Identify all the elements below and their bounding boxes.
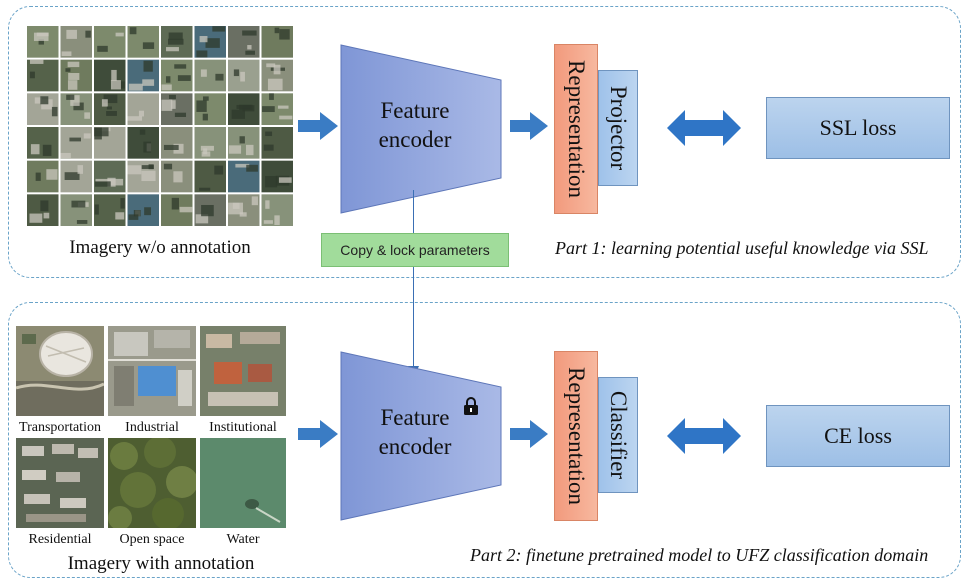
institutional-image: [200, 326, 286, 416]
imagery-tile: [27, 93, 59, 125]
part2-encoder-label-line1: Feature: [380, 405, 450, 430]
imagery-tile: [27, 26, 59, 58]
part1-caption: Part 1: learning potential useful knowle…: [555, 238, 929, 258]
water-image: [200, 438, 286, 528]
imagery-tile: [161, 26, 193, 58]
imagery-tile: [94, 93, 126, 125]
class-label-transportation: Transportation: [19, 420, 101, 435]
part2-caption: Part 2: finetune pretrained model to UFZ…: [470, 545, 929, 565]
imagery-tile: [228, 26, 260, 58]
imagery-tile: [94, 26, 126, 58]
imagery-tile: [94, 59, 126, 92]
part2-representation-block: Representation: [554, 351, 598, 521]
imagery-tile: [94, 160, 126, 193]
part1-encoder-label-line1: Feature: [380, 98, 450, 123]
imagery-tile: [261, 26, 293, 58]
double-arrow-icon: [667, 418, 741, 454]
imagery-tile: [94, 127, 126, 159]
imagery-tile: [194, 127, 226, 159]
imagery-tile: [60, 59, 92, 92]
right-arrow-icon: [298, 420, 338, 448]
ssl-loss-box: SSL loss: [766, 97, 950, 159]
imagery-tile: [127, 194, 159, 226]
imagery-tile: [27, 59, 59, 92]
right-arrow-icon: [298, 112, 338, 140]
imagery-tile: [228, 59, 260, 92]
part1-representation-label: Representation: [564, 60, 589, 198]
class-label-institutional: Institutional: [209, 420, 277, 435]
imagery-tile: [127, 160, 159, 193]
part2-classifier-block: Classifier: [598, 377, 638, 493]
imagery-tile: [161, 194, 193, 226]
imagery-tile: [127, 26, 159, 58]
imagery-tile: [228, 194, 260, 226]
imagery-tile: [60, 127, 92, 159]
class-label-residential: Residential: [28, 532, 92, 547]
class-label-water: Water: [226, 532, 260, 547]
class-label-open-space: Open space: [119, 532, 185, 547]
imagery-tile: [228, 93, 260, 125]
industrial-image: [108, 326, 196, 416]
ce-loss-box: CE loss: [766, 405, 950, 467]
imagery-tile: [60, 93, 92, 125]
imagery-tile: [194, 59, 226, 92]
imagery-tile: [261, 160, 293, 193]
copy-parameters-line: [413, 190, 414, 370]
open-space-image: [108, 438, 196, 528]
imagery-tile: [228, 160, 260, 193]
imagery-tile: [228, 127, 260, 159]
imagery-tile: [261, 194, 293, 226]
imagery-tile: [60, 194, 92, 226]
imagery-tile: [27, 127, 59, 159]
transportation-image: [16, 326, 104, 416]
unlabeled-imagery-grid: [27, 26, 293, 226]
right-arrow-icon: [510, 112, 548, 140]
imagery-tile: [194, 194, 226, 226]
lock-icon: [464, 397, 478, 415]
part2-panel: [8, 302, 961, 578]
imagery-tile: [194, 160, 226, 193]
unlabeled-imagery-mosaic: [27, 26, 293, 226]
right-arrow-icon: [510, 420, 548, 448]
imagery-tile: [60, 26, 92, 58]
part1-projector-label: Projector: [606, 85, 631, 171]
residential-image: [16, 438, 104, 528]
part2-classifier-label: Classifier: [606, 390, 631, 480]
imagery-tile: [161, 160, 193, 193]
part2-imagery-caption: Imagery with annotation: [67, 553, 255, 574]
part2-encoder-label-line2: encoder: [378, 434, 452, 459]
copy-lock-parameters-label: Copy & lock parameters: [321, 233, 509, 267]
imagery-tile: [261, 127, 293, 159]
part1-panel: [8, 6, 961, 278]
imagery-tile: [194, 26, 226, 58]
imagery-tile: [127, 59, 159, 92]
part2-feature-encoder-shape: [340, 351, 502, 521]
part1-imagery-caption: Imagery w/o annotation: [69, 237, 251, 258]
part1-projector-block: Projector: [598, 70, 638, 186]
imagery-tile: [194, 93, 226, 125]
class-label-industrial: Industrial: [125, 420, 179, 435]
part1-encoder-label-line2: encoder: [378, 127, 452, 152]
imagery-tile: [261, 59, 293, 92]
annotated-imagery-grid: Transportation Industrial Institutional …: [16, 326, 286, 547]
imagery-tile: [27, 160, 59, 193]
part1-representation-block: Representation: [554, 44, 598, 214]
imagery-tile: [127, 127, 159, 159]
part2-encoder-label: Feature encoder: [340, 403, 490, 461]
part1-feature-encoder-shape: [340, 44, 502, 214]
imagery-tile: [161, 93, 193, 125]
part2-representation-label: Representation: [564, 367, 589, 505]
part1-encoder-label: Feature encoder: [340, 96, 490, 154]
double-arrow-icon: [667, 110, 741, 146]
imagery-tile: [161, 59, 193, 92]
imagery-tile: [94, 194, 126, 226]
imagery-tile: [261, 93, 293, 125]
imagery-tile: [27, 194, 59, 226]
imagery-tile: [161, 127, 193, 159]
imagery-tile: [60, 160, 92, 193]
imagery-tile: [127, 93, 159, 125]
